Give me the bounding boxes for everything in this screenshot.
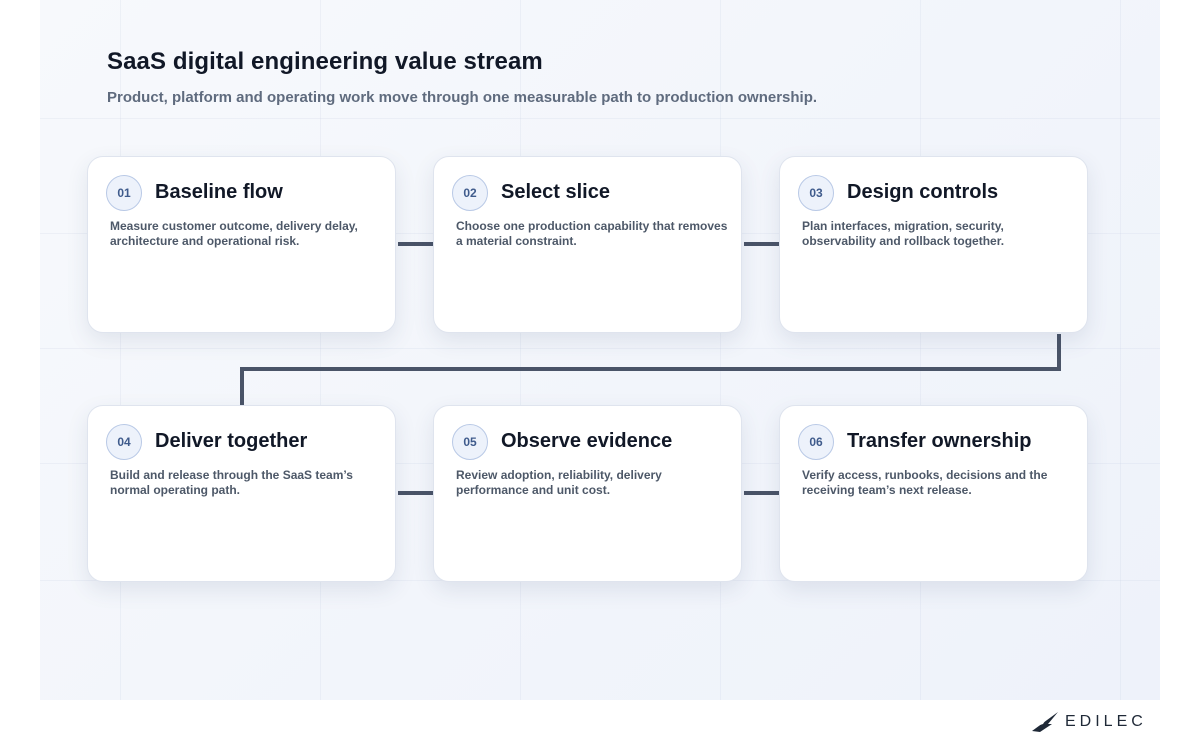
step-title: Observe evidence bbox=[501, 430, 673, 452]
step-card-design-controls: 03 Design controls Plan interfaces, migr… bbox=[779, 156, 1088, 333]
step-title: Transfer ownership bbox=[847, 430, 1032, 452]
step-description: Review adoption, reliability, delivery p… bbox=[456, 468, 662, 497]
step-title: Design controls bbox=[847, 181, 999, 203]
page-title: SaaS digital engineering value stream bbox=[107, 48, 543, 75]
bird-logo-icon bbox=[1032, 712, 1058, 732]
step-description: Choose one production capability that re… bbox=[456, 219, 728, 248]
step-number-badge: 06 bbox=[798, 424, 834, 460]
brand-logo-text: EDILEC bbox=[1065, 713, 1147, 730]
step-description: Measure customer outcome, delivery delay… bbox=[110, 219, 358, 248]
step-number-badge: 03 bbox=[798, 175, 834, 211]
step-card-select-slice: 02 Select slice Choose one production ca… bbox=[433, 156, 742, 333]
step-title: Deliver together bbox=[155, 430, 308, 452]
step-number-badge: 02 bbox=[452, 175, 488, 211]
step-number-badge: 01 bbox=[106, 175, 142, 211]
step-title: Baseline flow bbox=[155, 181, 283, 203]
page-subtitle: Product, platform and operating work mov… bbox=[107, 89, 818, 106]
step-card-baseline-flow: 01 Baseline flow Measure customer outcom… bbox=[87, 156, 396, 333]
step-title: Select slice bbox=[501, 181, 610, 203]
step-description: Build and release through the SaaS team’… bbox=[110, 468, 353, 497]
step-description: Verify access, runbooks, decisions and t… bbox=[802, 468, 1048, 497]
step-description: Plan interfaces, migration, security, ob… bbox=[802, 219, 1005, 248]
step-card-observe-evidence: 05 Observe evidence Review adoption, rel… bbox=[433, 405, 742, 582]
step-number-badge: 05 bbox=[452, 424, 488, 460]
step-card-transfer-ownership: 06 Transfer ownership Verify access, run… bbox=[779, 405, 1088, 582]
brand-logo: EDILEC bbox=[1031, 711, 1147, 733]
step-number-badge: 04 bbox=[106, 424, 142, 460]
step-card-deliver-together: 04 Deliver together Build and release th… bbox=[87, 405, 396, 582]
